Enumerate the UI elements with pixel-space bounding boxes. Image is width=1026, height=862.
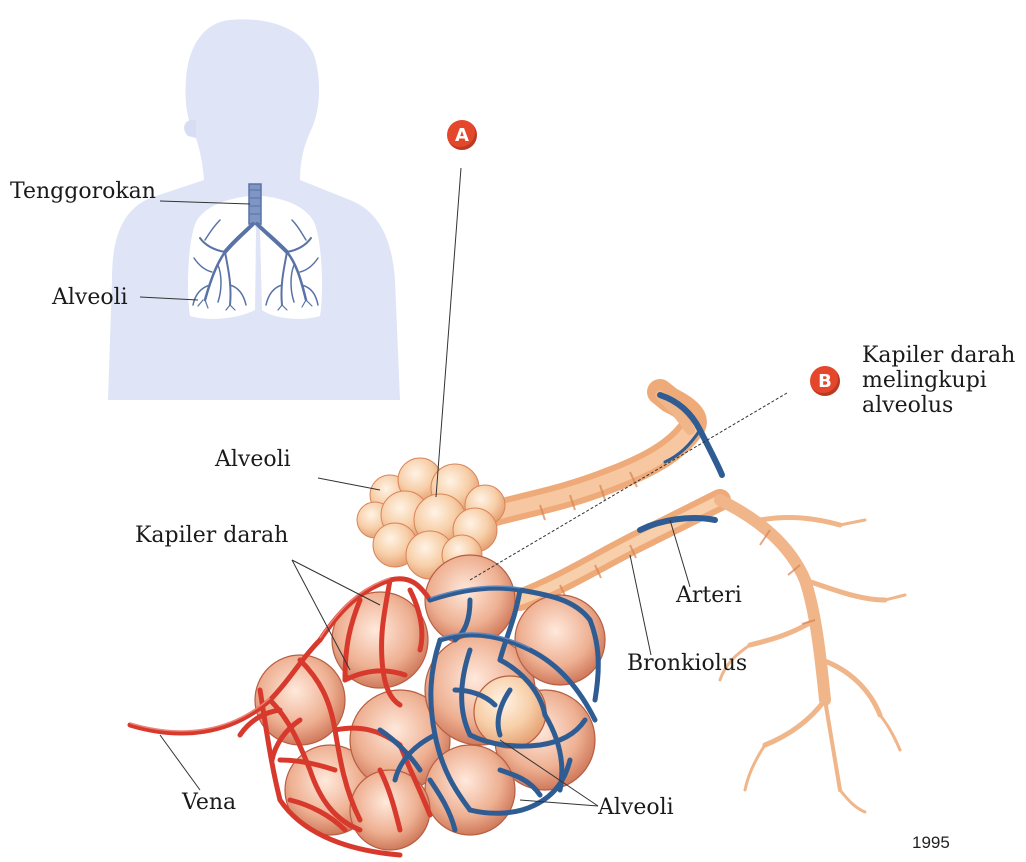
- label-kapiler-line-1: Kapiler darah: [862, 343, 1015, 368]
- leader-bronkiolus: [630, 555, 651, 655]
- leader-vena: [160, 735, 200, 790]
- marker-a: A: [447, 120, 477, 150]
- label-kapiler-melingkupi: Kapiler darah melingkupi alveolus: [862, 343, 1015, 418]
- marker-b: B: [810, 366, 840, 396]
- year-caption: 1995: [912, 833, 950, 853]
- label-kapiler-line-3: alveolus: [862, 393, 1015, 418]
- leader-alveoli-mid: [318, 478, 380, 490]
- label-tenggorokan: Tenggorokan: [10, 181, 156, 203]
- label-kapiler-line-2: melingkupi: [862, 368, 1015, 393]
- label-bronkiolus: Bronkiolus: [627, 653, 747, 675]
- label-kapiler-darah: Kapiler darah: [135, 525, 288, 547]
- label-vena: Vena: [182, 792, 236, 814]
- label-arteri: Arteri: [676, 585, 742, 607]
- leader-kapiler-1: [292, 560, 380, 605]
- label-alveoli-bottom: Alveoli: [598, 797, 674, 819]
- label-alveoli-mid: Alveoli: [215, 449, 291, 471]
- leader-marker-a: [436, 168, 461, 497]
- label-alveoli-top: Alveoli: [52, 287, 128, 309]
